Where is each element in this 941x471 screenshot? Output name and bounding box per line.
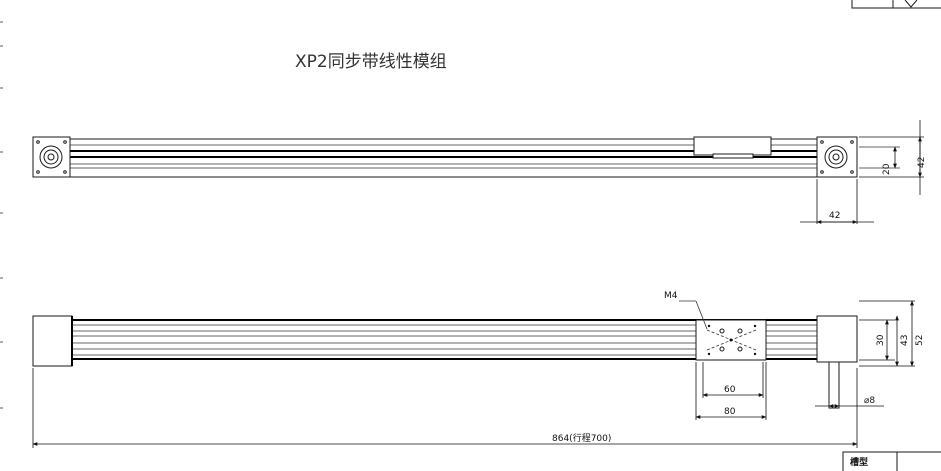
left-margin-marks: [0, 21, 3, 409]
dim-carriage-hole-spacing: 60: [724, 385, 736, 395]
dim-height-mid: 43: [900, 335, 910, 346]
dim-total-length: 864(行程700): [552, 432, 611, 444]
dim-height-inner: 30: [876, 334, 886, 346]
front-view: [32, 300, 915, 448]
motor-shaft: [828, 361, 840, 409]
dim-carriage-width: 80: [724, 407, 736, 417]
front-right-end-block: [816, 315, 858, 363]
corner-symbol-box: [851, 0, 941, 9]
drawing-title: XP2同步带线性模组: [295, 52, 447, 72]
dim-top-width: 42: [829, 211, 840, 221]
front-left-end-block: [32, 315, 73, 367]
title-block: [842, 451, 941, 471]
left-end-block: [32, 136, 71, 178]
top-carriage: [693, 136, 772, 156]
dim-hole-label: M4: [664, 291, 678, 301]
top-view: [32, 120, 924, 224]
dim-shaft-diameter: ⌀8: [864, 396, 875, 406]
dim-top-height-outer: 42: [917, 157, 927, 168]
dim-top-height-inner: 20: [882, 163, 892, 175]
right-end-block: [816, 136, 858, 178]
dim-height-outer: 52: [915, 335, 925, 346]
title-block-label: 槽型: [850, 456, 868, 468]
